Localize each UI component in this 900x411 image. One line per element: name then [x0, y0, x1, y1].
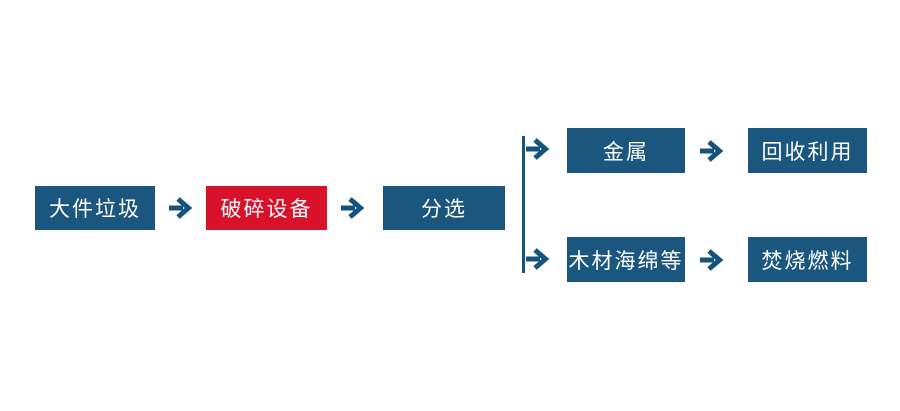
flow-node-recycling: 回收利用 — [748, 128, 867, 173]
flow-node-bulky-waste: 大件垃圾 — [35, 186, 155, 230]
flow-node-wood-sponge: 木材海绵等 — [567, 237, 685, 282]
flow-node-crushing-equipment: 破碎设备 — [206, 186, 327, 230]
flow-arrow-icon — [700, 140, 724, 162]
flow-arrow-icon — [526, 248, 550, 270]
flow-node-label: 木材海绵等 — [568, 249, 684, 273]
flow-node-label: 焚烧燃料 — [761, 249, 854, 273]
flow-node-label: 破碎设备 — [220, 198, 313, 221]
flow-arrow-icon — [341, 197, 365, 219]
flow-node-label: 分选 — [421, 198, 467, 221]
flow-node-label: 回收利用 — [761, 140, 854, 164]
flow-node-label: 金属 — [603, 140, 649, 164]
flow-node-metal: 金属 — [567, 128, 685, 173]
flow-arrow-icon — [700, 249, 724, 271]
flow-arrow-icon — [526, 138, 550, 160]
flow-node-incineration-fuel: 焚烧燃料 — [748, 237, 867, 282]
branch-connector-line — [522, 136, 525, 273]
flow-node-label: 大件垃圾 — [49, 198, 141, 221]
flow-arrow-icon — [169, 197, 193, 219]
flow-node-sorting: 分选 — [383, 186, 505, 230]
